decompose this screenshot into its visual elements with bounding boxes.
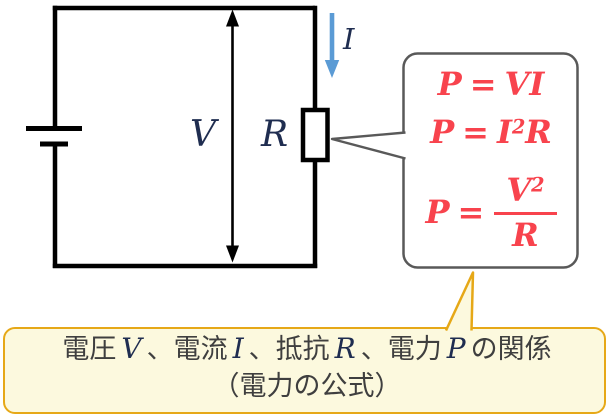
caption-callout-tail	[444, 271, 475, 332]
formula-3-numerator-base: V	[506, 171, 532, 209]
formula-p-v2-over-r: P= V2 R	[404, 168, 578, 255]
formula-1-equals: =	[469, 65, 497, 103]
formula-2-base: I	[496, 113, 512, 151]
caption-seg-voltage: 電圧	[62, 334, 117, 364]
caption-seg-resistance: 、抵抗	[248, 334, 330, 364]
formula-p-vi: P=VI	[404, 64, 578, 104]
caption-box	[3, 327, 606, 414]
caption-seg-current: 、電流	[146, 334, 228, 364]
caption-voltage-symbol: V	[121, 332, 142, 365]
current-arrowhead-icon	[324, 60, 340, 78]
formula-3-equals: =	[457, 192, 485, 231]
resistance-label: R	[261, 114, 289, 155]
caption-current-symbol: I	[232, 332, 244, 365]
formula-2-equals: =	[462, 113, 489, 151]
voltage-label: V	[190, 114, 216, 155]
formula-1-rhs: VI	[504, 65, 545, 103]
formula-2-tail: R	[525, 113, 552, 151]
formula-3-numerator-exponent: 2	[531, 173, 545, 197]
formula-2-lhs: P	[430, 113, 455, 151]
formula-1-lhs: P	[437, 65, 462, 103]
formula-3-lhs: P	[425, 192, 450, 231]
resistor-body	[300, 107, 330, 163]
formula-callout-tail	[330, 131, 406, 160]
caption-seg-power: 、電力	[360, 334, 442, 364]
formula-3-numerator: V2	[494, 168, 556, 212]
current-label: I	[343, 22, 355, 56]
caption-seg-relation: の関係	[470, 334, 552, 364]
formula-3-denominator: R	[494, 212, 557, 255]
caption-power-symbol: P	[446, 332, 466, 365]
formula-3-fraction: V2 R	[494, 168, 557, 255]
voltage-arrowhead-up-icon	[226, 9, 239, 27]
caption-resistance-symbol: R	[334, 332, 356, 365]
voltage-arrowhead-down-icon	[226, 245, 239, 263]
formula-2-exponent: 2	[511, 115, 526, 139]
formula-p-i2r: P=I2R	[404, 112, 578, 152]
caption-line-2: （電力の公式）	[212, 371, 402, 401]
